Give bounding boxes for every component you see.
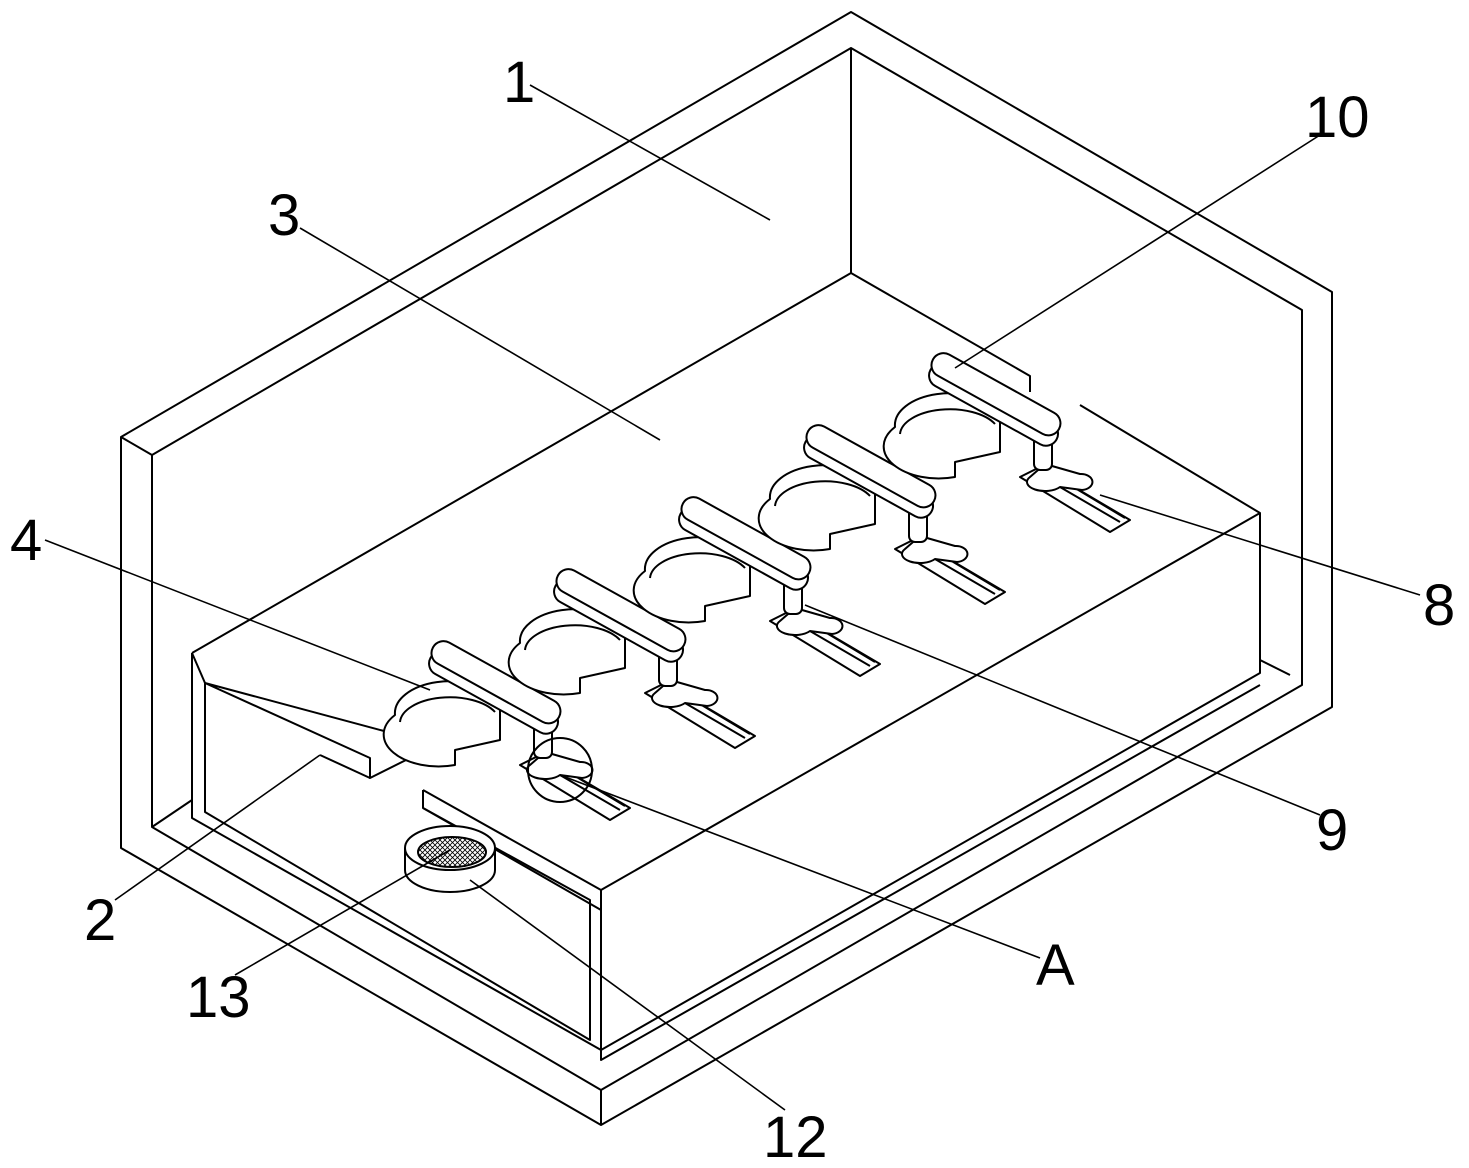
leader-line <box>805 605 1320 815</box>
drain-outlet <box>405 826 495 892</box>
leader-line <box>300 228 660 440</box>
label-A: A <box>1036 933 1075 998</box>
label-3: 3 <box>268 183 300 248</box>
leader-line <box>115 755 320 900</box>
label-4: 4 <box>10 508 42 573</box>
label-2: 2 <box>84 888 116 953</box>
leader-line <box>955 135 1320 368</box>
leader-line <box>530 85 770 220</box>
label-13: 13 <box>186 965 251 1030</box>
leader-line <box>45 540 430 690</box>
clamp-units <box>384 349 1130 820</box>
label-10: 10 <box>1305 85 1370 150</box>
leader-line <box>560 775 1040 958</box>
label-9: 9 <box>1316 798 1348 863</box>
label-12: 12 <box>763 1105 828 1168</box>
label-8: 8 <box>1423 573 1455 638</box>
label-1: 1 <box>503 50 535 115</box>
leader-line <box>235 850 450 975</box>
platform <box>152 273 1290 1060</box>
reference-labels: 123489101213A <box>10 50 1455 1168</box>
